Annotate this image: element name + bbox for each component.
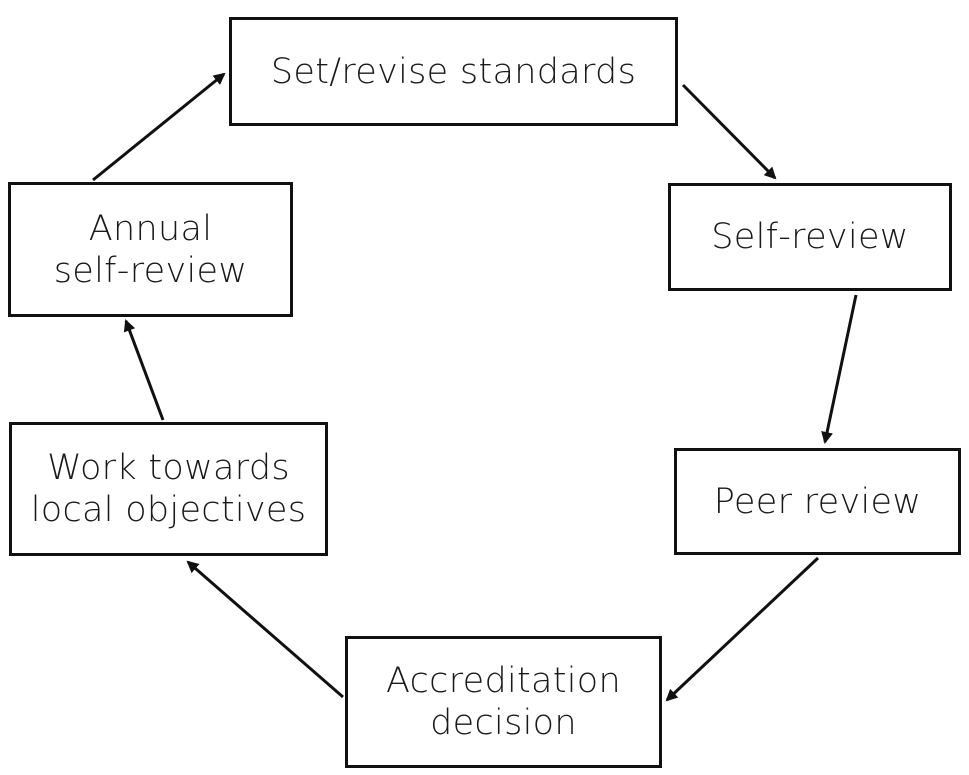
node-peer-review: Peer review xyxy=(674,448,961,555)
node-label-line-2: self-review xyxy=(53,250,248,291)
arrow-accreditation-to-work-towards xyxy=(186,560,344,699)
node-label-line-2: local objectives xyxy=(30,490,307,530)
node-label-line-1: Accreditation xyxy=(385,661,622,701)
arrow-set-to-self-review xyxy=(681,83,777,180)
node-work-towards-local-objectives: Work towards local objectives xyxy=(9,422,328,556)
arrow-peer-review-to-accreditation xyxy=(665,556,820,702)
node-label: Set/revise standards xyxy=(270,51,637,92)
node-label-line-2: decision xyxy=(430,703,577,743)
node-label: Self-review xyxy=(711,217,909,257)
node-label-line-1: Annual xyxy=(88,208,213,249)
arrow-annual-review-to-set xyxy=(92,72,226,182)
node-accreditation-decision: Accreditation decision xyxy=(345,636,662,768)
arrow-work-towards-to-annual-review xyxy=(123,319,165,421)
node-label: Peer review xyxy=(713,481,922,522)
node-set-revise-standards: Set/revise standards xyxy=(229,17,678,126)
node-annual-self-review: Annual self-review xyxy=(8,182,293,317)
node-self-review: Self-review xyxy=(668,183,952,291)
node-label-line-1: Work towards xyxy=(47,448,290,488)
arrow-self-review-to-peer-review xyxy=(821,294,858,444)
